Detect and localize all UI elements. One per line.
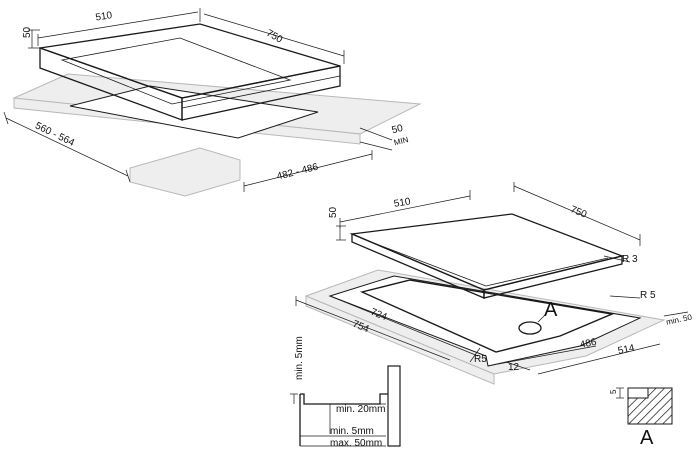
section-label-mid: min. 20mm xyxy=(336,404,385,415)
top-diagram: 510 750 50 560 - 564 482 - 486 50 MIN xyxy=(3,8,422,197)
bottom-diagram: 510 750 50 R 3 R 5 min. 50 724 754 486 5… xyxy=(295,182,693,385)
detail-a-dimension-label: 5 xyxy=(609,389,618,394)
top-min-clearance-unit: MIN xyxy=(393,135,410,147)
top-hob-width-label: 510 xyxy=(95,10,114,24)
section-label-top: min. 5mm xyxy=(294,336,305,380)
section-label-low: min. 5mm xyxy=(330,426,374,437)
detail-a-caption: A xyxy=(640,427,654,449)
detail-a-callout: A xyxy=(544,299,558,321)
bottom-hob-radius-label: R 3 xyxy=(622,254,638,265)
bottom-dimensions xyxy=(295,182,689,375)
top-worktop xyxy=(12,73,422,197)
top-cutout-width-label: 560 - 564 xyxy=(33,120,76,149)
bottom-hob-height-label: 50 xyxy=(328,206,339,218)
bottom-hob-width-label: 510 xyxy=(393,196,412,210)
bottom-hob-depth-label: 750 xyxy=(569,204,589,221)
top-cutout-depth-label: 482 - 486 xyxy=(276,162,320,183)
top-min-clearance-label: 50 xyxy=(391,123,405,136)
bottom-cutout-radius-label: R5 xyxy=(474,354,487,365)
bottom-cutout-486-label: 486 xyxy=(579,337,598,351)
section-label-bottom: max. 50mm xyxy=(330,438,382,449)
bottom-clearance-label: min. 50 xyxy=(665,312,693,326)
top-hob-height-label: 50 xyxy=(22,26,33,38)
top-hob xyxy=(39,23,341,121)
section-detail: min. 5mm min. 20mm min. 5mm max. 50mm xyxy=(290,336,401,449)
bottom-rebate-label: 12 xyxy=(508,362,520,373)
bottom-hob xyxy=(349,213,625,299)
bottom-recess-514-label: 514 xyxy=(617,343,636,357)
detail-a-marker xyxy=(518,321,542,335)
bottom-worktop xyxy=(304,269,666,385)
cabinet-side-panel xyxy=(387,365,401,447)
detail-a-section: 5 A xyxy=(609,387,673,449)
top-hob-depth-label: 750 xyxy=(264,28,284,46)
top-dimensions xyxy=(3,8,393,192)
bottom-recess-radius-label: R 5 xyxy=(640,290,656,301)
